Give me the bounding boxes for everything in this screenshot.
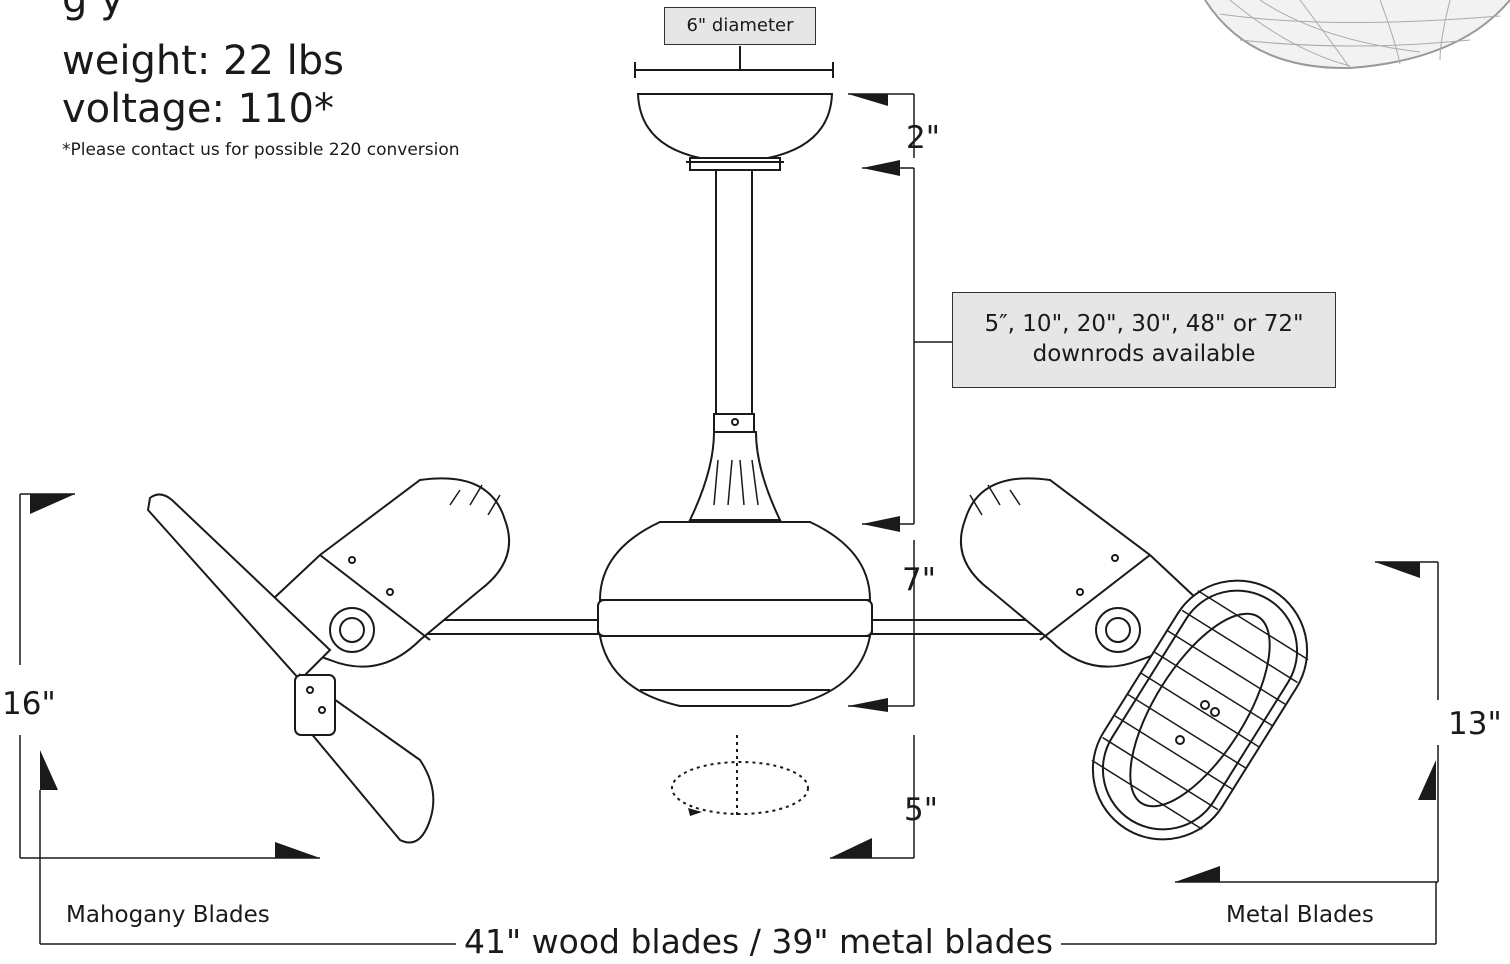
wood-height-dimension [19,493,320,859]
left-wood-blades [146,493,435,844]
clearance-label: 5" [904,792,938,828]
motor-housing [597,521,873,707]
wood-height-label: 16" [2,686,56,722]
metal-height-label: 13" [1448,706,1502,742]
heading-fragment: g y [62,0,124,20]
downrod [713,169,755,433]
voltage-footnote: *Please contact us for possible 220 conv… [62,140,460,160]
canopy-diameter-dimension [634,46,834,78]
canopy [636,93,834,171]
body-height-label: 7" [902,562,936,598]
downrod-callout: 5″, 10", 20", 30", 48" or 72" downrods a… [952,292,1336,388]
downrod-lengths: 5″, 10", 20", 30", 48" or 72" [984,311,1304,337]
blade-span-label: 41" wood blades / 39" metal blades [456,922,1062,961]
canopy-diameter-label: 6" diameter [664,7,816,45]
voltage-spec: voltage: 110* [62,86,334,132]
height-arrows [830,94,900,858]
weight-spec: weight: 22 lbs [62,38,345,84]
mahogany-blades-label: Mahogany Blades [66,902,270,928]
downrod-availability: downrods available [1032,341,1256,367]
canopy-height-label: 2" [906,120,940,156]
right-metal-cage [1091,579,1309,841]
motor-yoke [688,431,782,521]
metal-blades-label: Metal Blades [1226,902,1374,928]
rotation-icon [671,735,809,815]
globe-icon [1204,0,1510,70]
right-motor-head [959,477,1200,668]
height-dimension-lines [830,93,952,859]
